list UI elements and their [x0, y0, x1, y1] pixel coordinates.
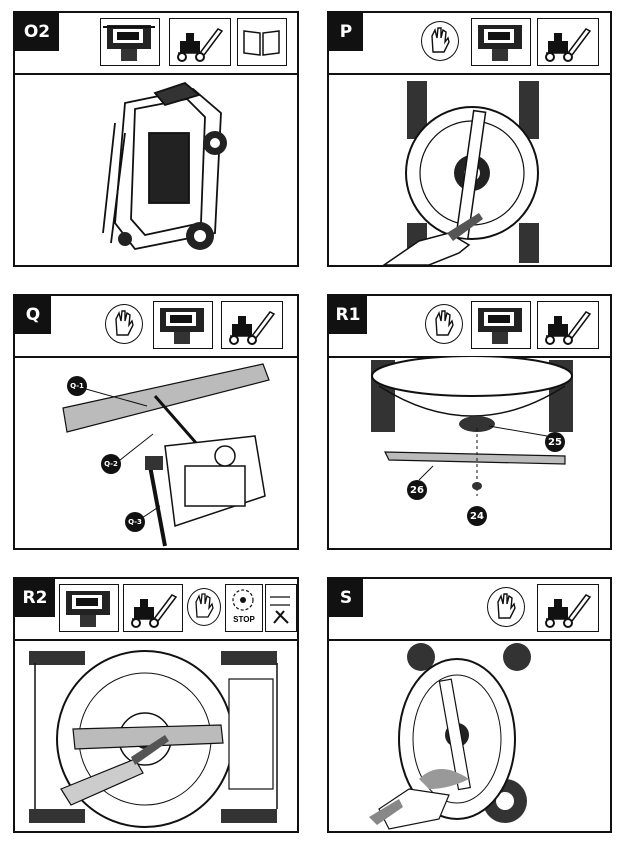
step-label: R1 [329, 296, 367, 334]
step-label: R2 [15, 579, 55, 617]
engine-icon [471, 18, 531, 66]
panel-q: Q Q-1 Q-2 Q-3 [13, 294, 299, 550]
step-label: Q [15, 296, 51, 334]
manual-icon [237, 18, 287, 66]
tools-icon [265, 584, 297, 632]
callout-24: 24 [467, 506, 487, 526]
panel-header: O2 [15, 13, 297, 75]
callout-26: 26 [407, 480, 427, 500]
illustration-blade-balance: Q-1 Q-2 Q-3 [15, 356, 297, 548]
illustration-deck-cleaning [329, 639, 610, 831]
panel-header: P [329, 13, 610, 75]
panel-header: R2 STOP [15, 579, 297, 641]
engine-icon [59, 584, 119, 632]
mower-icon [123, 584, 183, 632]
illustration-blade-removal: 25 26 24 [329, 356, 610, 548]
illustration-blade-install [15, 639, 297, 831]
mower-icon [537, 18, 599, 66]
mower-icon [537, 301, 599, 349]
mower-icon [169, 18, 231, 66]
engine-icon [471, 301, 531, 349]
stop-blade-icon: STOP [225, 584, 263, 632]
panel-r1: R1 25 26 24 [327, 294, 612, 550]
callout-q1: Q-1 [67, 376, 87, 396]
panel-header: Q [15, 296, 297, 358]
engine-icon [153, 301, 213, 349]
mower-icon [221, 301, 283, 349]
step-label: O2 [15, 13, 59, 51]
engine-icon [100, 18, 160, 66]
panel-p: P [327, 11, 612, 267]
illustration-mower-tilted [15, 73, 297, 265]
mower-icon [537, 584, 599, 632]
panel-o2: O2 [13, 11, 299, 267]
step-label: S [329, 579, 363, 617]
step-label: P [329, 13, 363, 51]
stop-label: STOP [233, 615, 255, 624]
gloves-icon [105, 304, 143, 344]
gloves-icon [187, 588, 221, 626]
callout-25: 25 [545, 432, 565, 452]
panel-header: R1 [329, 296, 610, 358]
gloves-icon [425, 304, 463, 344]
callout-q3: Q-3 [125, 512, 145, 532]
panel-s: S [327, 577, 612, 833]
gloves-icon [487, 587, 525, 627]
panel-header: S [329, 579, 610, 641]
panel-r2: R2 STOP [13, 577, 299, 833]
callout-q2: Q-2 [101, 454, 121, 474]
illustration-deck-underside [329, 73, 610, 265]
gloves-icon [421, 21, 459, 61]
